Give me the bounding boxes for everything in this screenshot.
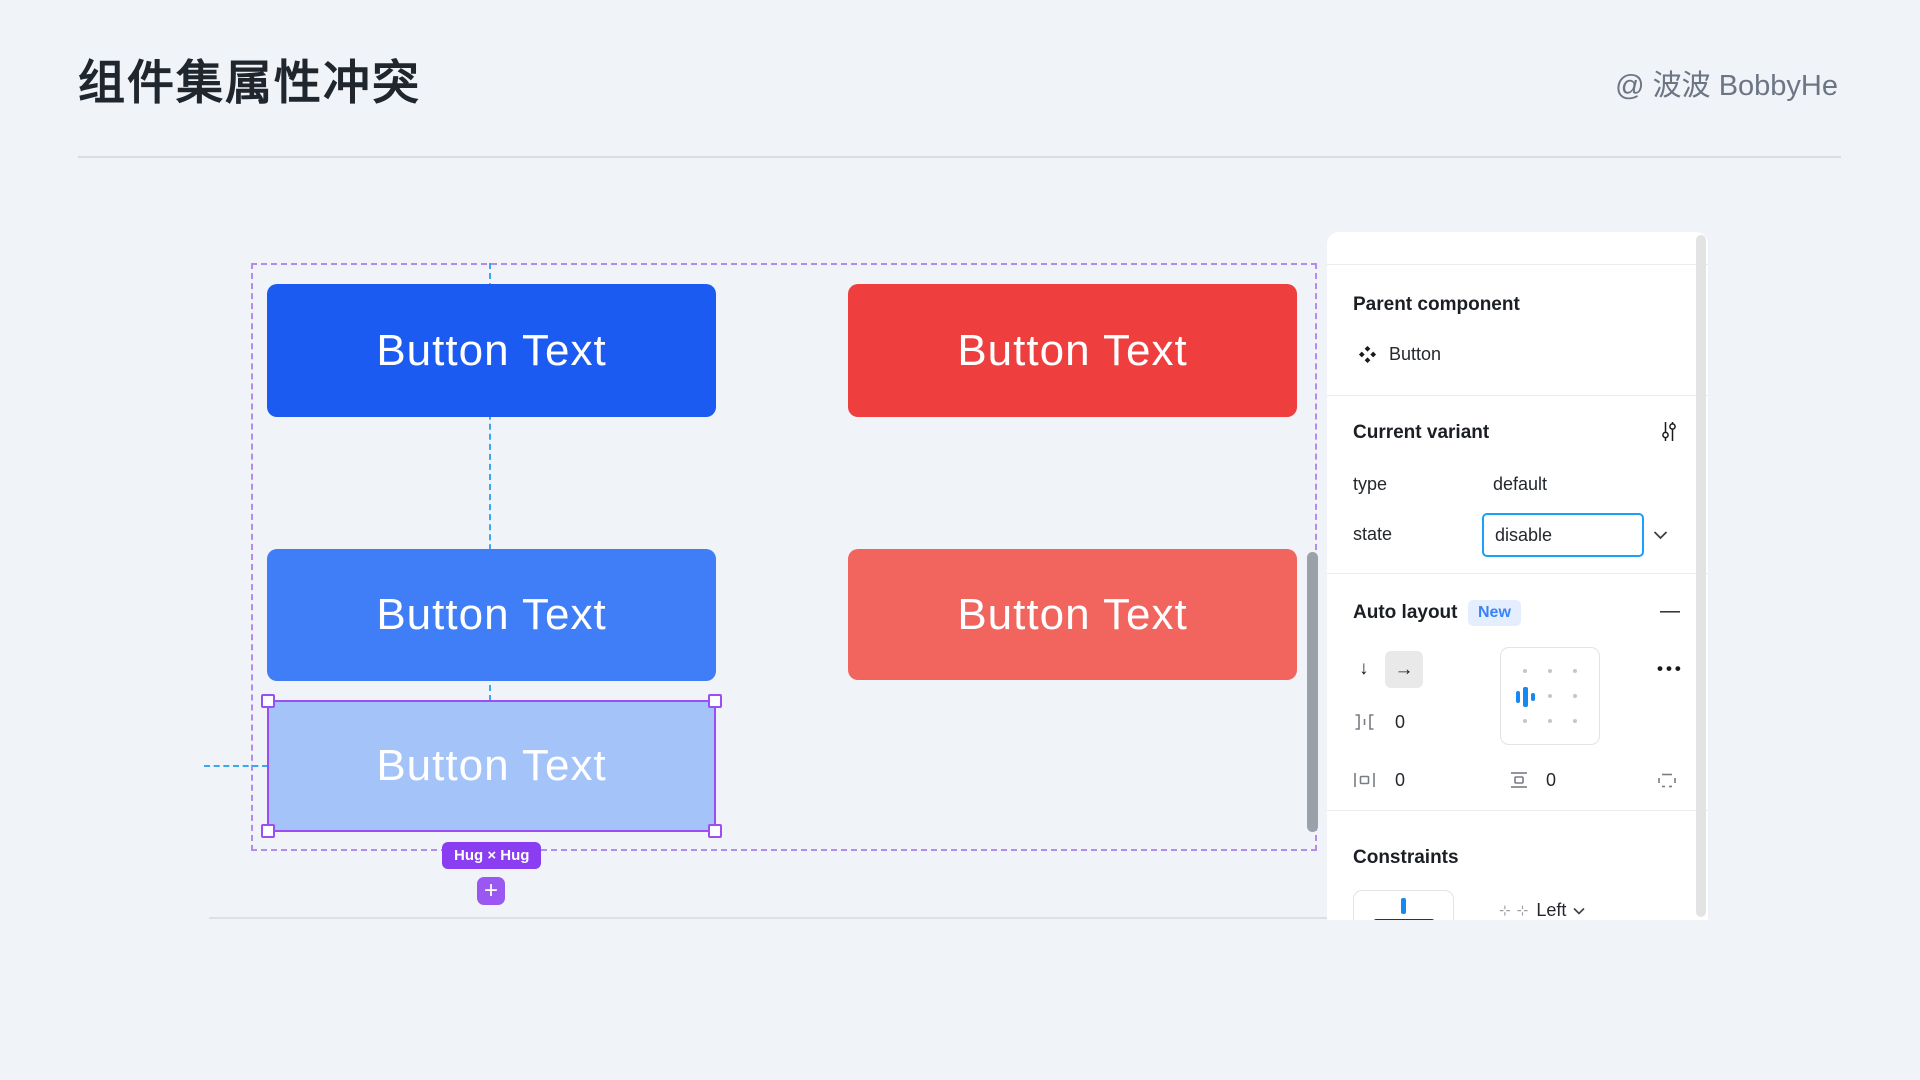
independent-padding-icon[interactable] [1657, 772, 1677, 789]
direction-horizontal-button[interactable]: → [1385, 651, 1423, 688]
button-variant-danger-hover[interactable]: Button Text [848, 549, 1297, 680]
auto-layout-heading: Auto layout [1353, 602, 1458, 623]
section-divider [1327, 264, 1708, 265]
constraints-widget[interactable] [1353, 890, 1454, 920]
remove-auto-layout-button[interactable]: — [1660, 600, 1680, 622]
new-badge: New [1468, 600, 1521, 626]
button-variant-danger[interactable]: Button Text [848, 284, 1297, 417]
page-author: @ 波波 BobbyHe [1615, 70, 1838, 102]
selection-handle-top-right[interactable] [708, 694, 722, 708]
panel-scrollbar[interactable] [1696, 235, 1706, 917]
sliders-icon[interactable] [1659, 421, 1679, 442]
constraints-heading: Constraints [1353, 847, 1459, 868]
alignment-grid[interactable] [1500, 647, 1600, 745]
padding-vertical-icon [1509, 771, 1529, 789]
padding-vertical-value[interactable]: 0 [1546, 770, 1557, 790]
align-dot[interactable] [1548, 719, 1552, 723]
canvas-divider [209, 917, 1331, 919]
arrow-right-icon: → [1394, 658, 1414, 680]
constraint-horizontal-value: Left [1536, 900, 1567, 920]
button-variant-disabled-selected[interactable]: Button Text [261, 694, 722, 838]
current-variant-heading: Current variant [1353, 422, 1490, 443]
selection-handle-bottom-right[interactable] [708, 824, 722, 838]
add-variant-button[interactable]: + [477, 877, 505, 905]
item-spacing-value[interactable]: 0 [1395, 712, 1406, 732]
selection-handle-top-left[interactable] [261, 694, 275, 708]
constraint-object [1374, 919, 1434, 920]
constraint-horizontal-row[interactable]: ⊹ ⊹ Left [1499, 900, 1585, 920]
canvas-scrollbar-thumb[interactable] [1307, 552, 1318, 832]
padding-horizontal-icon [1353, 771, 1376, 789]
align-dot[interactable] [1573, 694, 1577, 698]
section-divider [1327, 395, 1708, 396]
variant-type-label: type [1353, 474, 1388, 494]
button-variant-default-hover[interactable]: Button Text [267, 549, 716, 681]
size-badge: Hug × Hug [442, 842, 542, 869]
constraint-axis-icon: ⊹ ⊹ [1499, 902, 1530, 918]
chevron-down-icon[interactable] [1653, 530, 1668, 540]
component-icon [1358, 345, 1377, 364]
align-dot[interactable] [1523, 669, 1527, 673]
button-label: Button Text [376, 741, 607, 790]
parent-component-heading: Parent component [1353, 294, 1520, 315]
variant-state-label: state [1353, 524, 1393, 544]
align-left-center-icon[interactable] [1516, 687, 1535, 707]
selection-handle-bottom-left[interactable] [261, 824, 275, 838]
auto-layout-more-button[interactable]: ••• [1657, 659, 1684, 678]
padding-horizontal-value[interactable]: 0 [1395, 770, 1406, 790]
chevron-down-icon [1573, 907, 1585, 915]
align-dot[interactable] [1523, 719, 1527, 723]
section-divider [1327, 573, 1708, 574]
align-dot[interactable] [1573, 669, 1577, 673]
align-dot[interactable] [1548, 694, 1552, 698]
properties-panel: Parent component Button Current variant … [1327, 232, 1708, 920]
button-variant-default[interactable]: Button Text [267, 284, 716, 417]
header-divider [78, 156, 1841, 158]
alignment-guide-vertical [489, 263, 491, 701]
align-dot[interactable] [1548, 669, 1552, 673]
section-divider [1327, 810, 1708, 811]
item-spacing-icon [1353, 713, 1376, 731]
direction-vertical-button[interactable]: ↓ [1359, 658, 1369, 679]
align-dot[interactable] [1573, 719, 1577, 723]
variant-state-select[interactable]: disable [1482, 513, 1644, 557]
variant-state-value: disable [1495, 524, 1553, 545]
constraint-top-pin[interactable] [1401, 898, 1406, 914]
page-title: 组件集属性冲突 [78, 56, 421, 109]
alignment-guide-horizontal [204, 765, 268, 767]
parent-component-name[interactable]: Button [1389, 344, 1442, 364]
variant-type-value[interactable]: default [1493, 474, 1548, 494]
